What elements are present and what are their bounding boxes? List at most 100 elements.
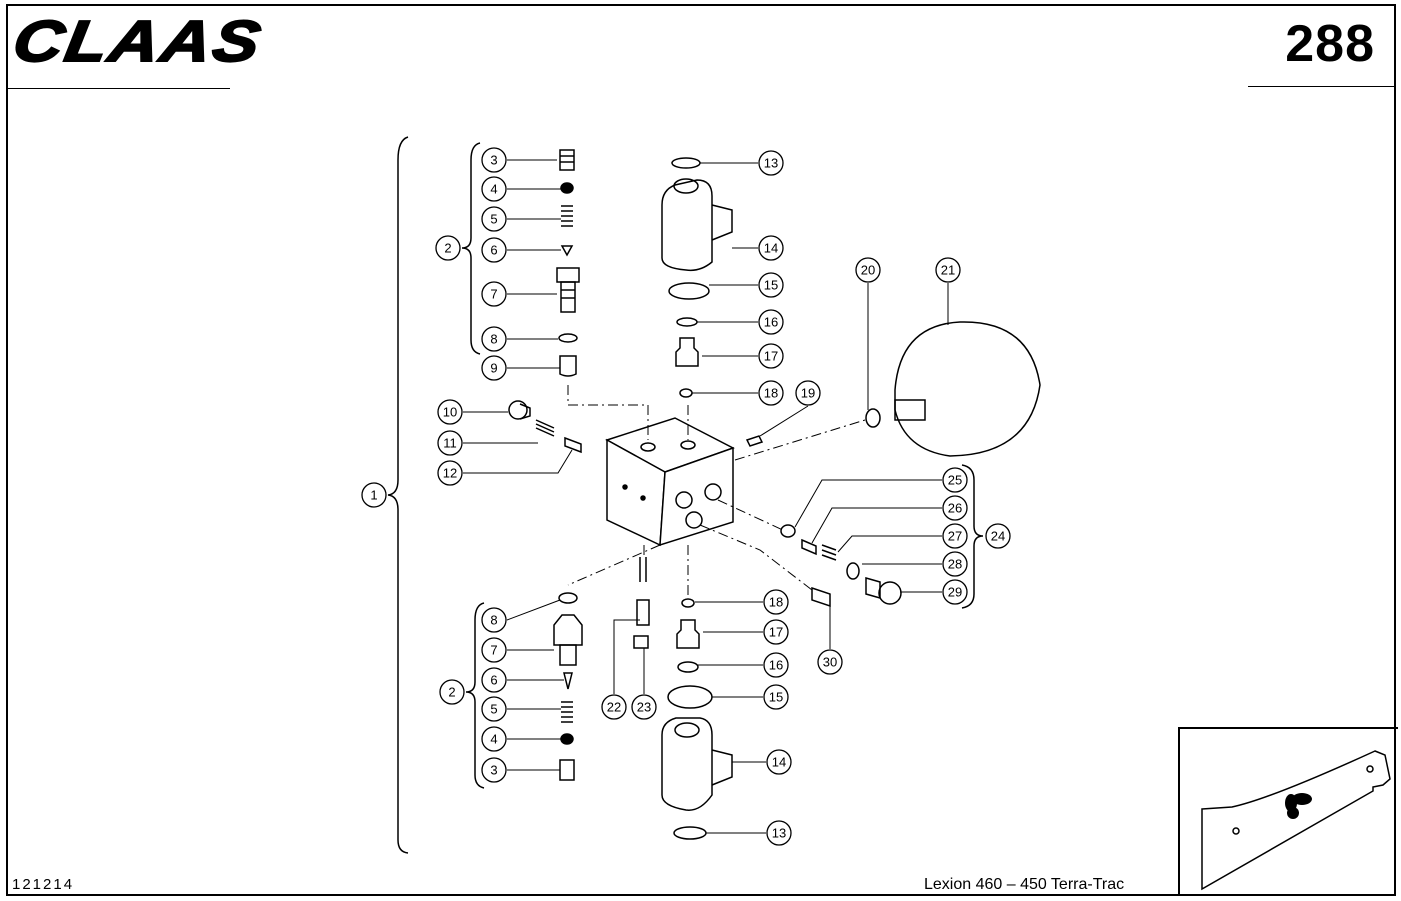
callout-18: 18: [758, 380, 784, 406]
callout-number: 22: [607, 700, 621, 715]
callout-number: 15: [764, 278, 778, 293]
callout-number: 4: [490, 732, 497, 747]
callout-circle: [481, 326, 507, 352]
callout-circle: [481, 237, 507, 263]
callout-number: 1: [370, 488, 377, 503]
callout-number: 8: [490, 613, 497, 628]
callout-circle: [437, 430, 463, 456]
callout-number: 4: [490, 182, 497, 197]
callout-29: 29: [942, 579, 968, 605]
page-number: 288: [1285, 15, 1375, 73]
callout-number: 30: [823, 655, 837, 670]
callout-23: 23: [631, 694, 657, 720]
callout-circle: [942, 467, 968, 493]
callout-3: 3: [481, 757, 507, 783]
callout-4: 4: [481, 176, 507, 202]
callout-circle: [437, 399, 463, 425]
callout-14: 14: [758, 235, 784, 261]
callout-circle: [631, 694, 657, 720]
callout-circle: [855, 257, 881, 283]
callout-circle: [758, 272, 784, 298]
callout-number: 28: [948, 557, 962, 572]
callout-19: 19: [795, 380, 821, 406]
callout-circle: [481, 667, 507, 693]
callout-number: 17: [764, 349, 778, 364]
callout-circle: [481, 696, 507, 722]
callout-number: 3: [490, 153, 497, 168]
callout-3: 3: [481, 147, 507, 173]
callout-circle: [758, 343, 784, 369]
callout-number: 20: [861, 263, 875, 278]
callout-11: 11: [437, 430, 463, 456]
callout-circle: [763, 589, 789, 615]
callout-circle: [481, 757, 507, 783]
callout-number: 3: [490, 763, 497, 778]
brace-2-lower: [465, 602, 485, 789]
callout-number: 5: [490, 702, 497, 717]
callout-8: 8: [481, 607, 507, 633]
callout-circle: [766, 820, 792, 846]
callout-number: 5: [490, 212, 497, 227]
callout-circle: [942, 495, 968, 521]
callout-number: 15: [769, 690, 783, 705]
callout-20: 20: [855, 257, 881, 283]
callout-number: 6: [490, 243, 497, 258]
assembly-lines: [567, 385, 866, 595]
callout-circle: [361, 482, 387, 508]
header-rule: [8, 88, 230, 89]
callout-circle: [601, 694, 627, 720]
callout-circle: [942, 551, 968, 577]
callout-circle: [763, 684, 789, 710]
callout-circle: [437, 460, 463, 486]
callout-1: 1: [361, 482, 387, 508]
callout-13: 13: [766, 820, 792, 846]
callout-number: 7: [490, 287, 497, 302]
callout-circle: [795, 380, 821, 406]
callout-number: 6: [490, 673, 497, 688]
upper-solenoid: [661, 157, 733, 398]
callout-circle: [758, 235, 784, 261]
callout-17: 17: [763, 619, 789, 645]
callout-circle: [935, 257, 961, 283]
plug-parts-right: [780, 524, 902, 608]
callout-circle: [758, 150, 784, 176]
callout-7: 7: [481, 281, 507, 307]
drawing-number: 121214: [12, 876, 75, 893]
callout-number: 14: [764, 241, 778, 256]
callout-circle: [942, 579, 968, 605]
callout-number: 12: [443, 466, 457, 481]
callout-number: 8: [490, 332, 497, 347]
callout-6: 6: [481, 667, 507, 693]
callout-circle: [817, 649, 843, 675]
page-frame: [6, 4, 1396, 896]
callout-circle: [481, 355, 507, 381]
callout-number: 11: [443, 436, 457, 451]
callout-circle: [481, 147, 507, 173]
callout-25: 25: [942, 467, 968, 493]
callout-13: 13: [758, 150, 784, 176]
callout-4: 4: [481, 726, 507, 752]
callout-16: 16: [763, 652, 789, 678]
callout-15: 15: [758, 272, 784, 298]
callout-number: 19: [801, 386, 815, 401]
callout-number: 9: [490, 361, 497, 376]
callout-number: 21: [941, 263, 955, 278]
callout-circle: [766, 749, 792, 775]
brace-2-upper: [461, 142, 481, 355]
callout-circle: [942, 523, 968, 549]
callout-number: 26: [948, 501, 962, 516]
callout-number: 14: [772, 755, 786, 770]
accumulator: [745, 321, 1041, 457]
callout-circle: [481, 607, 507, 633]
upper-cartridge-parts: [556, 149, 580, 377]
callout-number: 27: [948, 529, 962, 544]
brace-1: [387, 136, 409, 854]
callout-number: 29: [948, 585, 962, 600]
callout-number: 2: [444, 241, 451, 256]
callout-number: 16: [769, 658, 783, 673]
callout-2: 2: [435, 235, 461, 261]
callout-circle: [481, 726, 507, 752]
callout-15: 15: [763, 684, 789, 710]
lower-cartridge-parts: [553, 557, 650, 781]
